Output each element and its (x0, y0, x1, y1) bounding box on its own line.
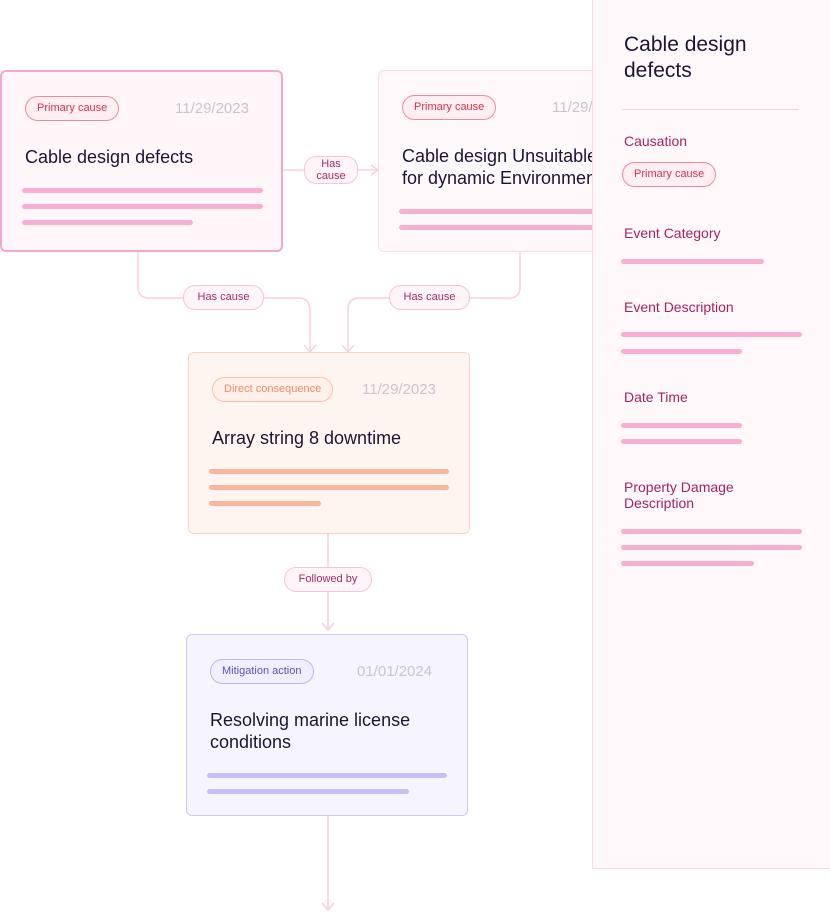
placeholder-line (399, 209, 639, 214)
property-damage-label: Property Damage Description (624, 479, 734, 511)
node-title: Resolving marine license conditions (210, 709, 410, 753)
placeholder-line (621, 423, 742, 428)
section-label-line: Property Damage (624, 479, 734, 495)
edge-label-followed-by: Followed by (284, 567, 372, 592)
placeholder-line (621, 561, 754, 566)
node-card-array-string-downtime[interactable]: Direct consequence 11/29/2023 Array stri… (188, 352, 470, 534)
placeholder-line (621, 259, 764, 264)
detail-panel: Cable design defects Causation Primary c… (592, 0, 830, 869)
placeholder-line (621, 529, 802, 534)
date-time-label: Date Time (624, 389, 688, 405)
placeholder-line (209, 469, 449, 474)
node-title-line: conditions (210, 732, 292, 752)
event-category-label: Event Category (624, 225, 721, 241)
panel-title: Cable design defects (624, 32, 747, 84)
edge-label-has-cause-top: Has cause (304, 156, 358, 184)
node-title-line: for dynamic Environment (402, 168, 602, 188)
placeholder-line (621, 439, 742, 444)
node-date: 11/29/2023 (362, 381, 436, 398)
placeholder-line (209, 485, 449, 490)
placeholder-line (22, 220, 193, 225)
node-title-line: Resolving marine license (210, 710, 411, 730)
section-label-line: Description (624, 495, 695, 511)
placeholder-line (621, 332, 802, 337)
node-card-cable-design-defects[interactable]: Primary cause 11/29/2023 Cable design de… (0, 70, 283, 252)
panel-title-line: defects (624, 59, 692, 82)
placeholder-line (22, 204, 263, 209)
primary-cause-badge: Primary cause (402, 95, 497, 120)
causation-label: Causation (624, 133, 688, 149)
edge-label-has-cause-left: Has cause (183, 285, 264, 310)
primary-cause-badge: Primary cause (25, 96, 120, 121)
edge-label-has-cause-right: Has cause (389, 285, 470, 310)
node-title: Array string 8 downtime (212, 428, 402, 448)
arrowhead (321, 902, 335, 912)
arrowhead (321, 622, 335, 632)
placeholder-line (22, 188, 263, 193)
causation-value-badge: Primary cause (622, 162, 717, 187)
panel-title-line: Cable design (624, 33, 747, 56)
placeholder-line (621, 545, 802, 550)
placeholder-line (207, 789, 409, 794)
placeholder-line (209, 501, 321, 506)
node-date: 11/29/2023 (175, 100, 249, 117)
panel-divider (622, 109, 799, 110)
placeholder-line (621, 349, 742, 354)
node-title: Cable design defects (25, 147, 194, 167)
node-date: 01/01/2024 (357, 663, 433, 680)
placeholder-line (399, 225, 639, 230)
direct-consequence-badge: Direct consequence (212, 377, 334, 402)
edge-label-line: Has (321, 158, 341, 170)
node-card-resolving-marine-license[interactable]: Mitigation action 01/01/2024 Resolving m… (186, 634, 468, 816)
event-description-label: Event Description (624, 299, 734, 315)
mitigation-action-badge: Mitigation action (210, 659, 314, 684)
edge-label-line: cause (316, 170, 346, 182)
node-title: Cable design Unsuitable for dynamic Envi… (402, 145, 601, 189)
placeholder-line (207, 773, 447, 778)
node-title-line: Cable design Unsuitable (402, 146, 598, 166)
